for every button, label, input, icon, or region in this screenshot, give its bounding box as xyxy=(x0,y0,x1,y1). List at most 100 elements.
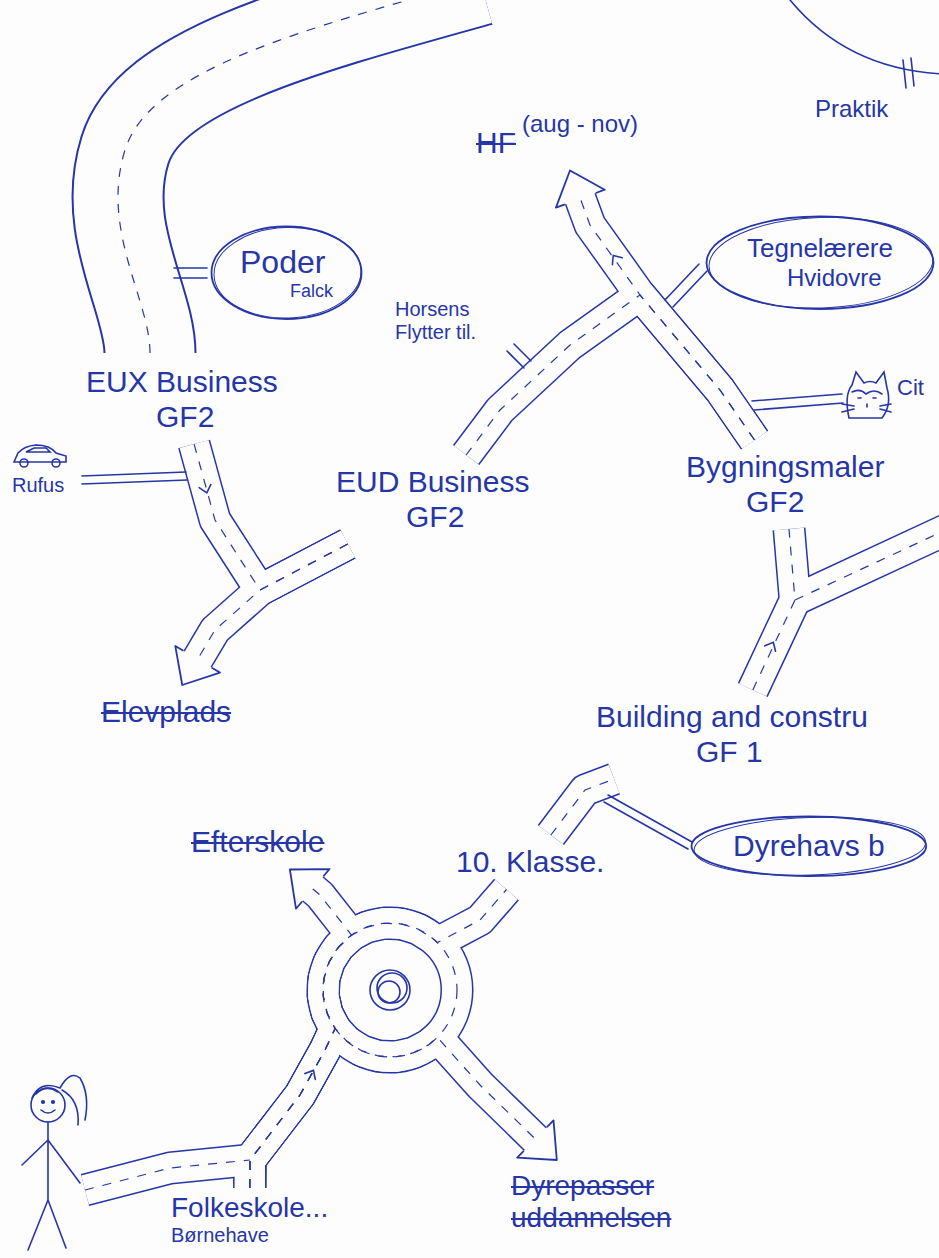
road-connector xyxy=(753,529,795,690)
direction-chevron xyxy=(199,485,212,495)
place-text: GF 1 xyxy=(696,735,868,770)
road-stop: HF(aug - nov) xyxy=(470,100,644,171)
note-label: Cit xyxy=(897,375,924,400)
road-fill xyxy=(466,295,754,455)
arrow-head xyxy=(290,869,330,909)
figure-eye xyxy=(42,1101,45,1104)
label-slot: Rufus xyxy=(12,474,64,497)
place-text: Hvidovre xyxy=(787,264,893,292)
start-road-fill xyxy=(85,1160,250,1190)
arrow-head-outline xyxy=(517,1120,557,1160)
driveway xyxy=(604,795,692,849)
direction-chevron xyxy=(765,640,779,652)
ellipse-stroke xyxy=(692,817,927,877)
direction-chevron xyxy=(608,252,622,265)
car-sketch xyxy=(14,445,66,467)
driveway xyxy=(665,264,707,307)
road-centre-dash xyxy=(753,529,795,690)
start-road-dash xyxy=(85,1160,250,1190)
place-text: 10. Klasse. xyxy=(456,845,604,880)
driveway xyxy=(82,472,187,484)
side-road xyxy=(795,528,939,600)
driveway xyxy=(752,394,843,410)
place-text: Børnehave xyxy=(171,1224,328,1247)
place-ellipse: Dyrehavs b xyxy=(690,815,928,878)
figure-body xyxy=(22,1122,80,1250)
road-stop: 10. Klasse. xyxy=(450,835,610,890)
place-text: Elevplads xyxy=(101,695,231,730)
road-stop: EUX BusinessGF2 xyxy=(80,355,284,444)
arrow-head xyxy=(556,171,605,208)
label-slot: Cit xyxy=(897,375,924,400)
arrow-head-fill xyxy=(290,869,330,909)
road-fill-layer xyxy=(85,0,939,1190)
road-stop: Efterskole xyxy=(185,815,330,870)
arrow-head-fill xyxy=(517,1120,557,1160)
place-text: GF2 xyxy=(156,400,278,435)
place-text: Dyrehavs b xyxy=(733,829,885,864)
car-wheel xyxy=(20,459,28,467)
arrow-head xyxy=(517,1120,557,1160)
road-centre-dash xyxy=(578,193,754,440)
place-text: Dyrepasser uddannelsen xyxy=(511,1170,689,1234)
label-slot: Praktik xyxy=(815,95,888,123)
place-text: Falck xyxy=(290,281,333,302)
island xyxy=(370,970,410,1010)
ellipse-sketch-stroke xyxy=(693,813,927,879)
figure-eye xyxy=(52,1101,55,1104)
region-arc xyxy=(790,0,939,74)
side-road-dash xyxy=(795,528,939,600)
road-centre-dash xyxy=(551,779,614,835)
arrow-head xyxy=(175,646,220,685)
road-centre-dash xyxy=(250,1028,540,1188)
car-wheel xyxy=(52,459,60,467)
road-centre-dash xyxy=(195,544,348,664)
figure-smile xyxy=(41,1110,55,1113)
place-text: Tegnelærere xyxy=(747,234,893,264)
road-stop: EUD BusinessGF2 xyxy=(330,455,535,544)
road-stop: Elevplads xyxy=(95,685,237,740)
place-text: Folkeskole... xyxy=(171,1192,328,1224)
cat-face xyxy=(842,390,891,412)
start-road xyxy=(85,1160,250,1190)
road-centre-dash xyxy=(250,890,507,1189)
place-text: (aug - nov) xyxy=(522,110,638,138)
note-label: Horsens Flytter til. xyxy=(395,298,505,344)
driveway xyxy=(174,268,207,278)
arrow-head-outline xyxy=(175,646,220,685)
arrow-head-fill xyxy=(175,646,220,685)
road-connector xyxy=(551,779,614,835)
place-text: GF2 xyxy=(746,485,884,520)
road-centre-dash xyxy=(466,295,754,455)
road-outline-layer xyxy=(85,0,939,1190)
cat-head xyxy=(847,372,889,418)
figure-hair xyxy=(32,1076,87,1125)
road-dash-layer xyxy=(85,0,939,1190)
place-text: GF2 xyxy=(406,500,529,535)
place-ellipse: TegnelærereHvidovre xyxy=(705,215,935,310)
place-text: EUD Business xyxy=(336,465,529,500)
note-label: Praktik xyxy=(815,95,888,123)
road-fill xyxy=(753,529,795,690)
label-slot: Horsens Flytter til. xyxy=(395,298,505,344)
road-stop: Building and construGF 1 xyxy=(590,690,874,779)
arrow-head-fill xyxy=(556,171,605,208)
road-centre-dash xyxy=(250,885,352,1188)
place-text: Building and constru xyxy=(596,700,868,735)
car-window xyxy=(26,448,50,452)
place-text: HF xyxy=(476,126,516,161)
direction-chevron xyxy=(305,1067,319,1079)
place-ellipse: PoderFalck xyxy=(210,225,363,320)
island-scribble xyxy=(377,973,407,1003)
cat-sketch xyxy=(842,372,891,418)
island-scribble xyxy=(378,981,400,1003)
ellipse-sketch-stroke xyxy=(707,214,934,312)
road-fill xyxy=(195,544,348,664)
road-fill xyxy=(250,1028,540,1188)
road-fill xyxy=(250,890,507,1189)
sketch-details xyxy=(14,0,939,1250)
place-text: Efterskole xyxy=(191,825,324,860)
road-fill xyxy=(551,779,614,835)
